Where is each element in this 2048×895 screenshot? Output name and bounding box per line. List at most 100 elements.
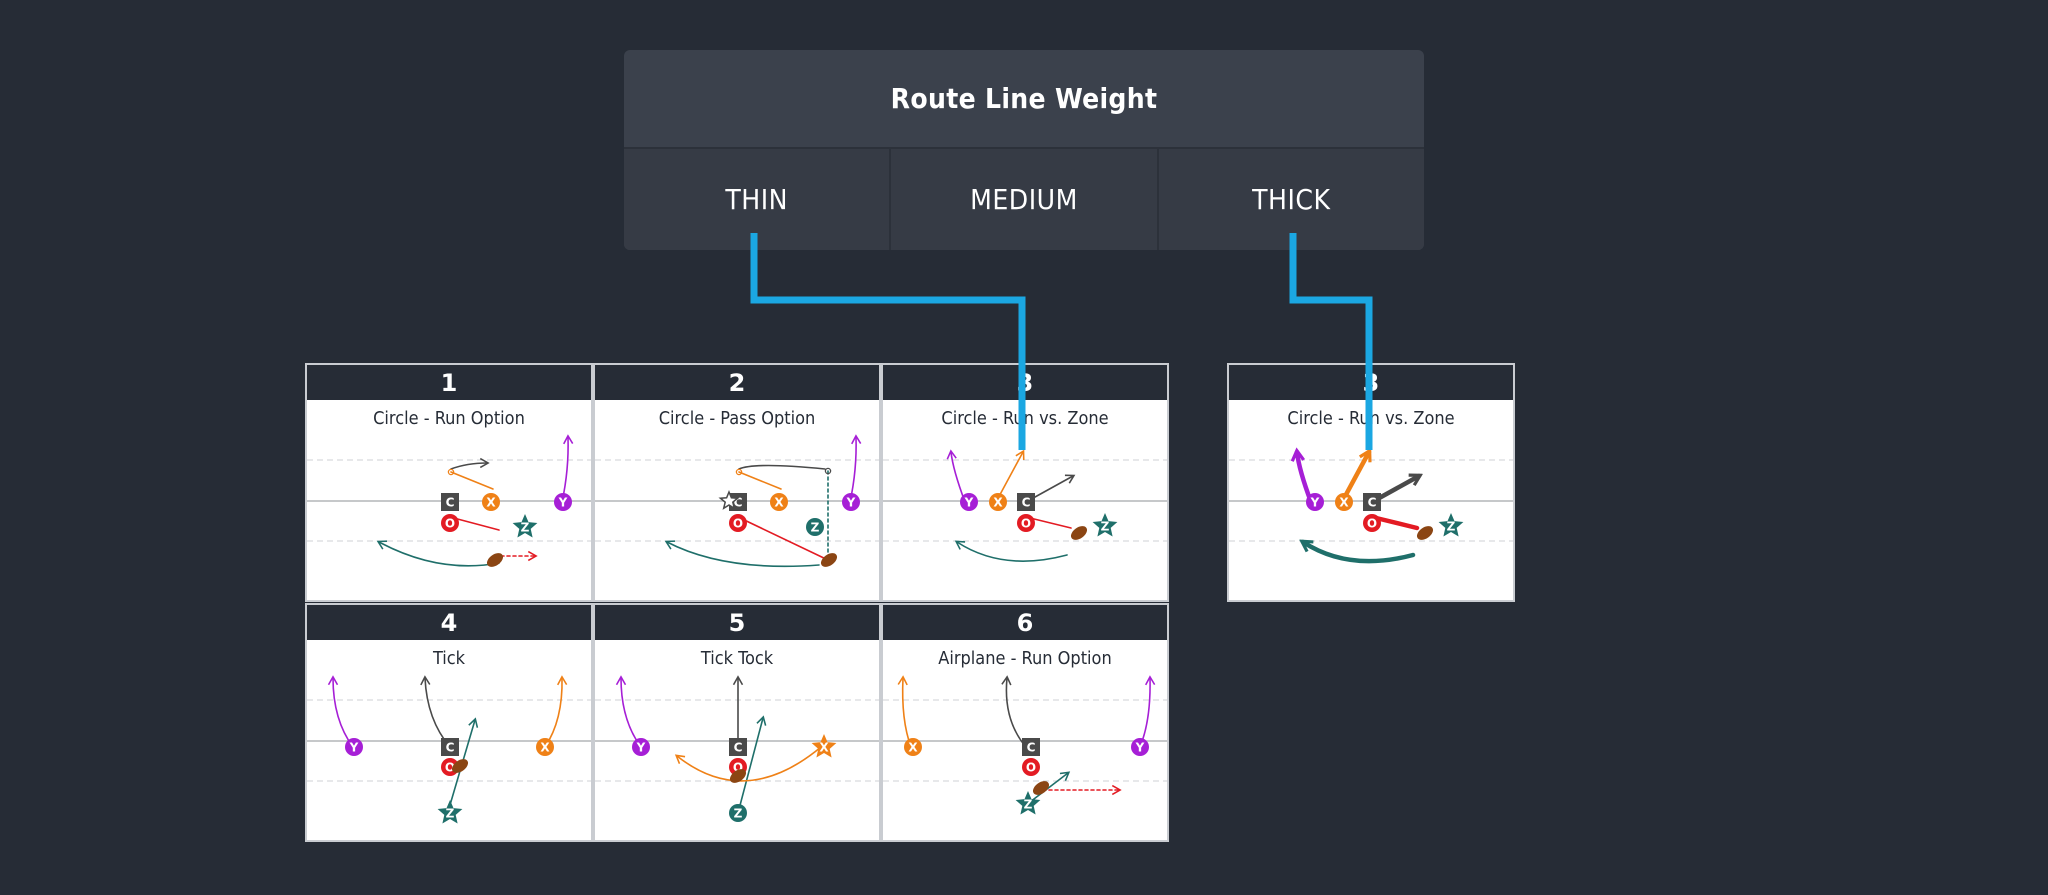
route-line bbox=[1001, 675, 1027, 748]
play-name: Circle - Run Option bbox=[373, 408, 525, 429]
route-line bbox=[1303, 542, 1416, 564]
football-icon bbox=[729, 769, 747, 783]
thin-option-button[interactable]: THIN bbox=[624, 149, 892, 250]
player-z: Z bbox=[729, 804, 747, 822]
player-z-star: Z bbox=[1438, 513, 1464, 537]
route-line bbox=[674, 746, 822, 782]
player-label: Z bbox=[734, 807, 743, 821]
center-player: C bbox=[1363, 493, 1381, 511]
player-label: O bbox=[1367, 517, 1377, 531]
player-label: Y bbox=[846, 496, 856, 510]
player-x: X bbox=[770, 493, 788, 511]
player-y: Y bbox=[842, 493, 860, 511]
player-y: Y bbox=[960, 493, 978, 511]
player-y: Y bbox=[632, 738, 650, 756]
play-name: Tick bbox=[432, 648, 466, 669]
player-x: X bbox=[536, 738, 554, 756]
play-diagram: CO X Y Z bbox=[1229, 400, 1513, 564]
player-x: X bbox=[904, 738, 922, 756]
route-line-weight-options: THIN MEDIUM THICK bbox=[624, 149, 1424, 250]
play-diagram: CO X Y Z bbox=[883, 675, 1167, 815]
player-qb: O bbox=[729, 514, 747, 532]
motion-star bbox=[718, 490, 740, 510]
player-qb: O bbox=[1017, 514, 1035, 532]
route-line-weight-panel: Route Line Weight THIN MEDIUM THICK bbox=[624, 50, 1424, 250]
route-line bbox=[561, 434, 574, 503]
route-line bbox=[738, 464, 826, 470]
medium-option-button[interactable]: MEDIUM bbox=[891, 149, 1159, 250]
player-label: X bbox=[486, 496, 496, 510]
route-line bbox=[449, 516, 500, 531]
player-z-star: Z bbox=[512, 514, 538, 538]
player-label: C bbox=[446, 496, 455, 510]
player-label: O bbox=[733, 761, 743, 775]
player-y: Y bbox=[345, 738, 363, 756]
route-line bbox=[615, 675, 642, 748]
football-icon bbox=[820, 553, 838, 567]
player-x: X bbox=[989, 493, 1007, 511]
play-number: 3 bbox=[1229, 365, 1513, 400]
player-label: X bbox=[993, 496, 1003, 510]
football-icon bbox=[1032, 781, 1050, 795]
player-label: O bbox=[445, 517, 455, 531]
route-line-weight-title: Route Line Weight bbox=[624, 50, 1424, 149]
player-label: O bbox=[733, 517, 743, 531]
player-qb: O bbox=[1363, 514, 1381, 532]
player-label: Z bbox=[1024, 798, 1033, 812]
player-y: Y bbox=[554, 493, 572, 511]
thick-option-button[interactable]: THICK bbox=[1158, 149, 1424, 250]
football-icon bbox=[1070, 526, 1088, 540]
route-line bbox=[450, 471, 494, 490]
player-z-star: Z bbox=[437, 800, 463, 824]
player-label: O bbox=[1026, 761, 1036, 775]
route-line bbox=[420, 675, 451, 748]
route-line bbox=[376, 540, 500, 567]
player-label: Z bbox=[446, 807, 455, 821]
player-label: C bbox=[1368, 496, 1377, 510]
route-line bbox=[544, 675, 568, 748]
route-start-dot bbox=[447, 468, 455, 476]
player-label: Y bbox=[1310, 496, 1320, 510]
play-number: 2 bbox=[595, 365, 879, 400]
play-name: Airplane - Run Option bbox=[938, 648, 1112, 669]
player-label: C bbox=[1022, 496, 1031, 510]
player-label: Y bbox=[636, 741, 646, 755]
play-diagram: CO Y X Z bbox=[595, 675, 879, 822]
player-label: Z bbox=[811, 521, 820, 535]
player-label: Z bbox=[1101, 520, 1110, 534]
player-x-star: X bbox=[811, 734, 837, 758]
player-label: Y bbox=[964, 496, 974, 510]
route-line bbox=[664, 540, 820, 568]
center-player: C bbox=[1022, 738, 1040, 756]
football-icon bbox=[486, 553, 504, 567]
center-player: C bbox=[729, 738, 747, 756]
player-label: X bbox=[540, 741, 550, 755]
play-diagram: CO X Y Z bbox=[883, 449, 1167, 562]
player-label: Y bbox=[558, 496, 568, 510]
player-y: Y bbox=[1131, 738, 1149, 756]
player-label: X bbox=[819, 741, 829, 755]
player-label: X bbox=[774, 496, 784, 510]
route-start-dot bbox=[735, 468, 743, 476]
player-z-star: Z bbox=[1092, 513, 1118, 537]
football-icon bbox=[451, 759, 469, 773]
player-label: O bbox=[1021, 517, 1031, 531]
player-qb: O bbox=[1022, 758, 1040, 776]
player-label: Y bbox=[349, 741, 359, 755]
play-number: 4 bbox=[307, 605, 591, 640]
route-line bbox=[954, 540, 1068, 562]
center-player: C bbox=[441, 738, 459, 756]
player-label: C bbox=[734, 496, 743, 510]
center-player: C bbox=[441, 493, 459, 511]
play-number: 6 bbox=[883, 605, 1167, 640]
play-number: 5 bbox=[595, 605, 879, 640]
player-label: X bbox=[1339, 496, 1349, 510]
